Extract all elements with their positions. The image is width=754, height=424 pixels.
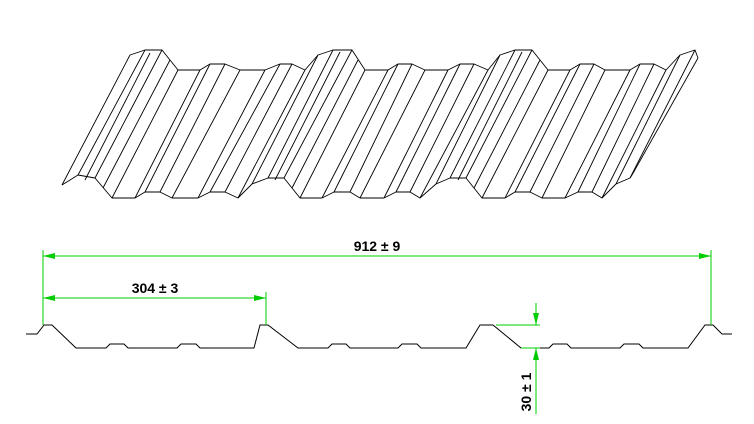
sheet-cross-section-profile bbox=[26, 324, 732, 349]
arrow-up bbox=[533, 348, 539, 360]
isometric-sheet-view bbox=[61, 49, 699, 199]
dimension-overall-width: 912 ± 9 bbox=[42, 238, 712, 325]
arrow-right bbox=[699, 253, 711, 259]
arrow-down bbox=[533, 313, 539, 325]
dimension-height: 30 ± 1 bbox=[496, 303, 540, 414]
height-label: 30 ± 1 bbox=[518, 372, 534, 411]
arrow-left bbox=[43, 295, 55, 301]
arrow-left bbox=[43, 253, 55, 259]
dimension-pitch: 304 ± 3 bbox=[43, 280, 267, 325]
pitch-label: 304 ± 3 bbox=[132, 280, 179, 296]
sheet-right-end bbox=[631, 57, 699, 176]
sheet-far-edge bbox=[129, 49, 699, 71]
overall-width-label: 912 ± 9 bbox=[354, 238, 401, 254]
arrow-right bbox=[254, 295, 266, 301]
sheet-left-end bbox=[61, 54, 131, 186]
